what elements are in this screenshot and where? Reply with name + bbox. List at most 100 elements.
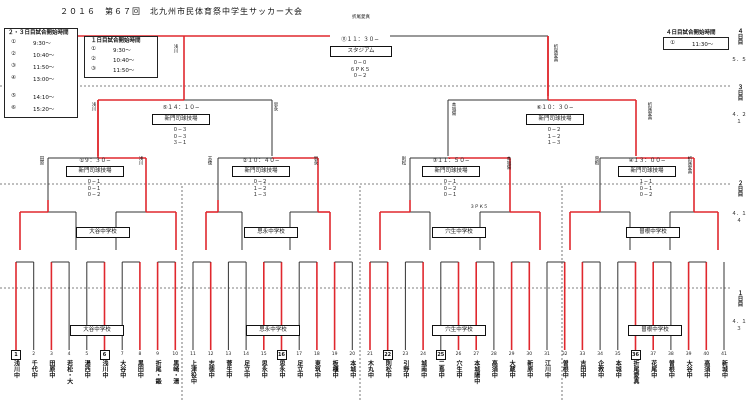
schedule-time: 14:10〜: [33, 95, 55, 101]
qf4-venue: 新門司球技場: [618, 166, 676, 177]
semi-left-team-a: 浅川: [91, 102, 96, 111]
qf4-label: ④１３：００−: [628, 158, 666, 164]
team-number: 29: [508, 352, 515, 357]
r1-venue-2: 思永中学校: [246, 325, 300, 336]
schedule-mark: ③: [91, 66, 96, 72]
schedule-heading: ２・３日目試合開始時間: [8, 30, 69, 36]
final-left-team: 浅川: [173, 44, 178, 53]
schedule-time: 9:30〜: [113, 48, 131, 54]
date-day: ３日目: [736, 84, 743, 101]
semi-right-team-b: 折尾愛真: [647, 102, 652, 120]
qf4-team-a: 曽根: [594, 156, 599, 165]
team-number: 14: [243, 352, 249, 357]
r1-venue-4: 曽根中学校: [628, 325, 682, 336]
team-number: 8: [138, 352, 142, 357]
team-number: 9: [156, 352, 160, 357]
team-name: 引野中: [401, 360, 409, 378]
team-name: 新原中: [525, 360, 533, 378]
team-number: 15: [260, 352, 267, 357]
team-name: 企救中: [596, 360, 604, 378]
team-number: 3: [49, 352, 53, 357]
top-label: 折尾愛真: [352, 15, 370, 20]
team-number: 26: [455, 352, 462, 357]
team-name: 湯西中: [83, 360, 91, 378]
team-number: 13: [225, 352, 232, 357]
seed-number-box: 22: [382, 350, 393, 360]
team-name: 曽根中: [667, 360, 675, 378]
team-name: 江川中: [543, 360, 551, 378]
seed-number-box: 1: [11, 350, 21, 360]
final-right-team: 折尾愛真: [553, 44, 558, 62]
schedule-time: 11:50〜: [113, 68, 135, 74]
schedule-mark: ①: [670, 40, 675, 46]
qf1-team-a: 田原: [39, 156, 44, 165]
team-number: 38: [668, 352, 674, 357]
seed-number-box: 6: [99, 350, 110, 360]
schedule-mark: ②: [11, 51, 16, 57]
date-value: ５．５: [731, 57, 747, 63]
team-name: 二島中: [437, 360, 445, 378]
schedule-mark: ⑤: [11, 93, 16, 99]
schedule-time: 11:30〜: [692, 42, 714, 48]
schedule-mark: ①: [11, 39, 16, 45]
team-name: 高須中: [702, 360, 710, 378]
semi-left-score: ０−３ ０−３ ３−１: [172, 127, 188, 146]
qf1-team-b: 浅川: [138, 156, 143, 165]
team-number: 2: [32, 352, 36, 357]
schedule-time: 10:40〜: [33, 53, 55, 59]
r2-venue-2: 思永中学校: [244, 227, 298, 238]
semi-right-label: ⑥１０：３０−: [536, 105, 574, 111]
team-name: 足立中: [295, 360, 303, 378]
semi-right-venue: 新門司球技場: [526, 114, 584, 125]
team-number: 32: [561, 352, 568, 357]
page-title: ２０１６ 第６７回 北九州市民体育祭中学生サッカー大会: [60, 7, 303, 16]
qf1-venue: 新門司球技場: [66, 166, 124, 177]
qf4-score: １−１ ０−１ ０−２: [638, 179, 654, 198]
team-number: 30: [526, 352, 533, 357]
team-name: 本城中: [614, 360, 622, 378]
team-number: 40: [703, 352, 710, 357]
seed-number-box: 25: [435, 350, 446, 360]
qf3-label: ③１１：５０−: [432, 158, 470, 164]
final-score: ０−０ ６ＰＫ５ ０−２: [349, 60, 370, 79]
team-number: 35: [614, 352, 621, 357]
schedule-mark: ④: [11, 75, 16, 81]
team-name: 黒田中: [136, 360, 144, 378]
schedule-box-middle: １日目試合開始時間 ① 9:30〜 ② 10:40〜 ③ 11:50〜: [84, 36, 158, 78]
schedule-mark: ⑥: [11, 105, 16, 111]
team-name: 上津役中: [189, 360, 197, 384]
team-number: 37: [650, 352, 657, 357]
team-number: 24: [420, 352, 426, 357]
r1-venue-3: 穴生中学校: [432, 325, 486, 336]
team-name: 新城中: [720, 360, 728, 378]
team-number: 31: [544, 352, 550, 357]
qf1-score: ０−１ ０−１ ０−２: [86, 179, 102, 198]
semi-left-venue: 新門司球技場: [152, 114, 210, 125]
team-name: 城南中: [419, 360, 427, 378]
team-number: 17: [296, 352, 303, 357]
schedule-mark: ①: [91, 46, 96, 52]
date-value: ４．１３: [731, 319, 747, 332]
team-name: 志徳中: [207, 360, 215, 378]
qf3-team-b: 本城陽: [506, 156, 511, 170]
qf2-team-a: 志徳: [207, 156, 212, 165]
team-name: 浅川中: [101, 360, 108, 378]
semi-left-label: ⑤１４：１０−: [162, 105, 200, 111]
qf2-team-b: 思永: [313, 156, 318, 165]
team-name: 大谷中: [118, 360, 126, 378]
schedule-box-right: ① 11:30〜: [663, 37, 729, 50]
team-number: 7: [120, 352, 124, 357]
team-name: 思永中: [278, 360, 285, 378]
team-number: 23: [402, 352, 409, 357]
semi-left-team-b: 思永: [273, 102, 278, 111]
team-name: 大蔵中: [508, 360, 516, 378]
team-name: 黒崎・湯: [171, 360, 179, 384]
date-label-day1: １日目: [731, 290, 747, 307]
team-name: 曽根中: [561, 360, 569, 378]
qf3-score: ０−１ ０−２ ０−１: [442, 179, 458, 198]
qf3-team-a: 則松: [401, 156, 406, 165]
team-name: 板櫃中: [331, 360, 339, 378]
schedule-mark: ②: [91, 56, 96, 62]
team-number: 39: [685, 352, 692, 357]
